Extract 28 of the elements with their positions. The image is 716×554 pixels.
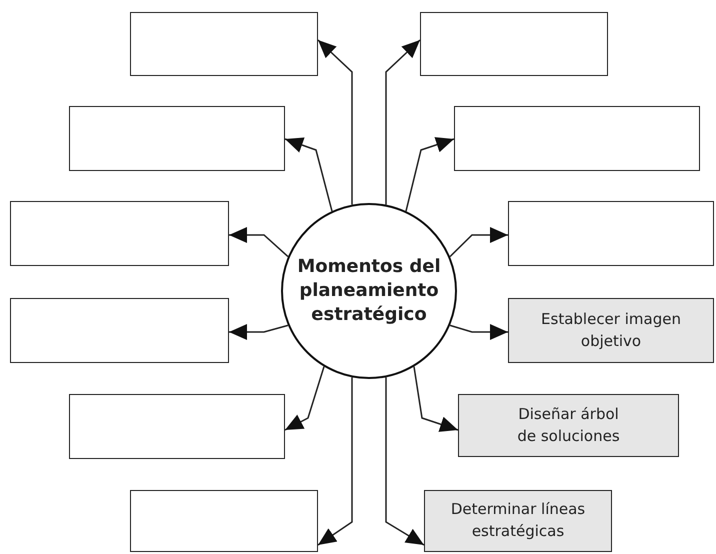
arrow <box>229 227 288 258</box>
arrow <box>229 324 288 340</box>
step-box <box>420 12 608 76</box>
step-box <box>130 490 318 552</box>
circle-title: Momentos del planeamiento estratégico <box>296 254 442 328</box>
step-box <box>458 394 679 457</box>
step-box <box>130 12 318 76</box>
step-box <box>454 106 700 171</box>
arrow <box>449 227 508 258</box>
step-text: Determinar líneas estratégicas <box>450 499 586 542</box>
step-text: Establecer imagen objetivo <box>540 308 682 352</box>
step-box <box>10 201 229 266</box>
arrow <box>318 377 353 546</box>
arrow <box>405 137 454 212</box>
arrow <box>317 39 353 205</box>
step-box <box>508 201 714 266</box>
step-box <box>508 298 714 363</box>
arrow <box>450 324 508 340</box>
arrow <box>413 366 458 432</box>
step-box <box>69 106 285 171</box>
arrow <box>284 137 333 212</box>
step-box <box>69 394 285 459</box>
arrow <box>284 366 325 431</box>
arrow <box>385 39 421 205</box>
step-box <box>10 298 229 363</box>
step-box <box>424 490 612 552</box>
step-text: Diseñar árbol de soluciones <box>516 404 621 446</box>
arrow <box>385 377 424 546</box>
